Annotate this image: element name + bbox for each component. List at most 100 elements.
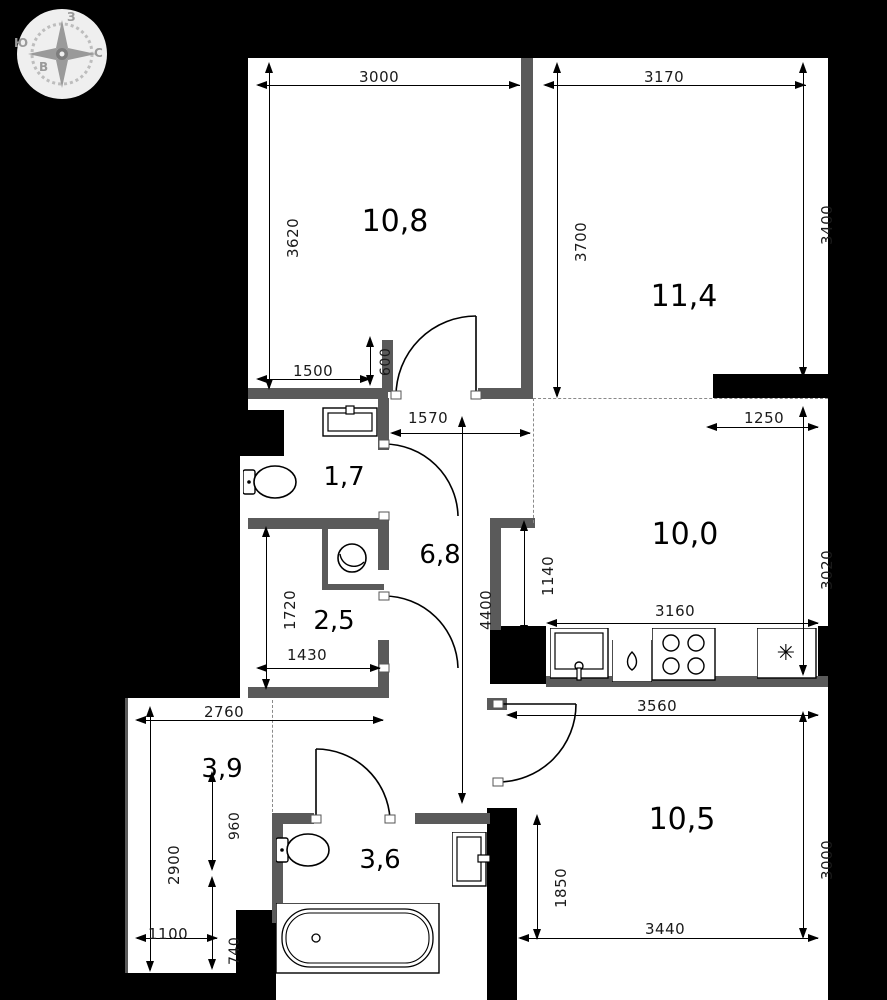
arrow-down <box>262 679 270 690</box>
dim-label-1100: 1100 <box>148 925 189 943</box>
arrow-left <box>390 429 401 437</box>
dimline-1250 <box>708 427 818 428</box>
dimline-3400 <box>803 66 804 376</box>
arrow-right <box>370 664 381 672</box>
room-area-10-0: 10,0 <box>651 517 719 552</box>
arrow-up <box>208 771 216 782</box>
dimline-1570 <box>392 433 530 434</box>
dim-label-3700: 3700 <box>572 221 590 262</box>
floor-wc-notch <box>240 455 252 698</box>
arrow-down <box>265 379 273 390</box>
door-bathroom <box>310 748 396 824</box>
wall-room108-bottom-left <box>248 388 388 399</box>
structural-sliver-kitchen-bottom <box>818 626 830 684</box>
dim-label-1140: 1140 <box>539 555 557 596</box>
dimline-3170 <box>545 85 806 86</box>
kitchen-sink-icon <box>550 628 609 681</box>
dimline-740 <box>212 880 213 968</box>
dim-label-3000: 3000 <box>359 68 400 86</box>
arrow-left <box>706 423 717 431</box>
fridge-icon: ✳ <box>757 628 817 679</box>
dimline-3020 <box>803 410 804 674</box>
arrow-down <box>366 375 374 386</box>
wall-kitchen-left-top <box>490 518 535 528</box>
dimline-3440 <box>520 938 818 939</box>
wall-kitchen-bottom <box>546 676 828 687</box>
dimline-3000-lower <box>803 715 804 937</box>
wall-room108-bottom-right <box>478 388 533 399</box>
dimline-1140 <box>524 524 525 634</box>
arrow-right <box>360 375 371 383</box>
door-utility <box>378 591 459 673</box>
structural-notch-loggia <box>236 910 276 1000</box>
dimline-4400 <box>462 420 463 802</box>
dim-label-3000-lower: 3000 <box>818 839 836 880</box>
dim-label-1850: 1850 <box>552 867 570 908</box>
arrow-down <box>799 367 807 378</box>
dashed-line-kitchen-left <box>533 398 534 523</box>
arrow-up <box>262 526 270 537</box>
door-wc <box>378 439 459 521</box>
dim-label-4400: 4400 <box>477 589 495 630</box>
arrow-right <box>808 423 819 431</box>
arrow-down <box>799 928 807 939</box>
room-area-10-8: 10,8 <box>361 204 429 239</box>
dashed-line-loggia <box>272 700 273 812</box>
dimline-1430 <box>258 668 380 669</box>
arrow-left <box>256 664 267 672</box>
compass-label-west: Ю <box>14 36 29 50</box>
dim-label-1720: 1720 <box>281 589 299 630</box>
partition-between-upper-rooms <box>521 58 533 398</box>
dimline-2900 <box>150 710 151 970</box>
wall-niche-bottom <box>322 584 384 590</box>
arrow-up <box>146 706 154 717</box>
arrow-down <box>799 665 807 676</box>
room-area-1-7: 1,7 <box>323 462 365 492</box>
wall-niche-left <box>322 529 328 589</box>
wall-wc-bottom <box>248 518 389 529</box>
arrow-down <box>533 929 541 940</box>
arrow-left <box>506 711 517 719</box>
dimline-1500 <box>258 379 370 380</box>
dim-label-3160: 3160 <box>655 602 696 620</box>
wall-bath-top-left <box>272 813 314 824</box>
wall-wc-right <box>378 398 389 450</box>
wall-util-bottom <box>248 687 389 698</box>
washing-machine-icon <box>337 543 367 573</box>
arrow-left <box>518 934 529 942</box>
arrow-right <box>795 81 806 89</box>
dim-label-1500: 1500 <box>293 362 334 380</box>
arrow-down <box>458 793 466 804</box>
room-area-10-5: 10,5 <box>648 802 716 837</box>
dim-label-2760: 2760 <box>204 703 245 721</box>
dimline-1720 <box>266 530 267 688</box>
arrow-up <box>208 876 216 887</box>
arrow-right <box>207 934 218 942</box>
structural-wall-bath-right <box>487 808 517 1000</box>
dim-label-1430: 1430 <box>287 646 328 664</box>
arrow-up <box>366 336 374 347</box>
arrow-up <box>458 416 466 427</box>
room-area-3-9: 3,9 <box>201 754 243 784</box>
dim-label-2900: 2900 <box>165 844 183 885</box>
room-area-3-6: 3,6 <box>359 845 401 875</box>
arrow-left <box>543 81 554 89</box>
bathtub-icon <box>276 903 440 974</box>
dimline-1100 <box>137 938 217 939</box>
arrow-up <box>520 520 528 531</box>
room-area-11-4: 11,4 <box>650 279 718 314</box>
arrow-right <box>808 934 819 942</box>
arrow-right <box>520 429 531 437</box>
door-room108 <box>390 315 482 400</box>
structural-wall-upper-right <box>713 374 828 398</box>
dimline-3700 <box>557 66 558 396</box>
compass-label-south: В <box>39 60 49 74</box>
arrow-up <box>533 814 541 825</box>
structural-column-wc <box>240 410 284 456</box>
dim-label-740: 740 <box>227 936 243 965</box>
door-room105 <box>492 699 577 787</box>
arrow-down <box>208 959 216 970</box>
arrow-down <box>208 860 216 871</box>
dashed-line-kitchen-top <box>533 398 828 399</box>
